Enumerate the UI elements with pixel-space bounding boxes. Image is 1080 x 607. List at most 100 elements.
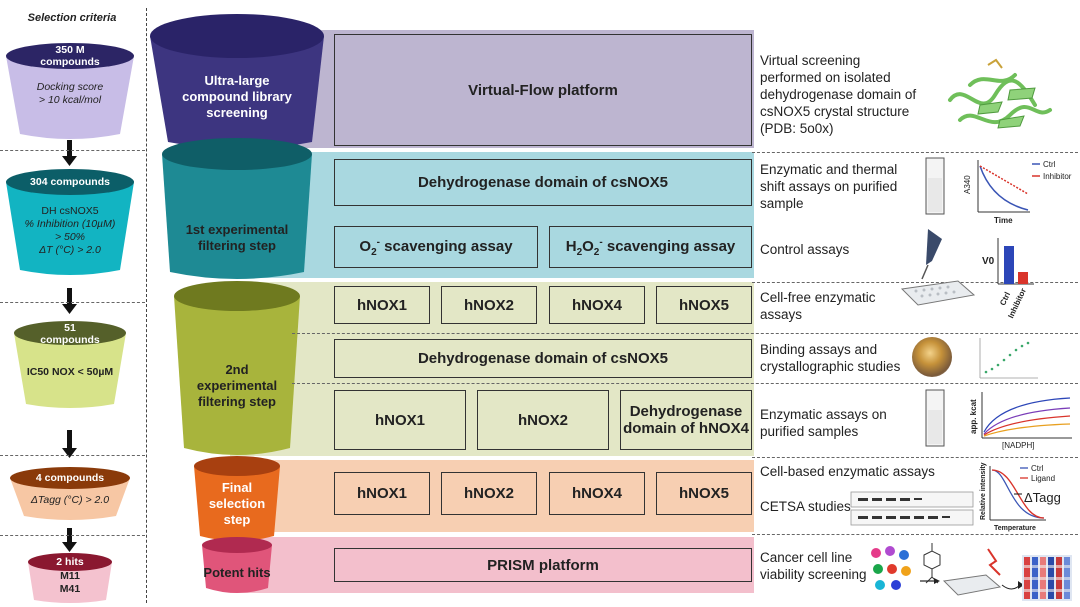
hnox5-box-c: hNOX5: [656, 472, 752, 515]
molecule-structure: [923, 543, 941, 584]
melt-xlabel: Temperature: [994, 525, 1036, 532]
funnel-stage-2-top: [162, 138, 312, 170]
melt-ylabel: Relative intensity: [980, 462, 987, 520]
hnox2-box-a: hNOX2: [441, 286, 537, 324]
selection-criteria-title: Selection criteria: [27, 12, 117, 24]
cup-3-top: [14, 321, 126, 345]
desc-cell-based: Cell-based enzymatic assays: [760, 464, 935, 479]
stage-4-label: Final selection step: [208, 480, 266, 527]
hnox4-box-a: hNOX4: [549, 286, 645, 324]
hnox1-box-c: hNOX1: [334, 472, 430, 515]
cup-5-top: [28, 553, 112, 571]
right-divider-5: [752, 457, 1078, 458]
column-divider: [146, 8, 147, 603]
h2o2-assay-box: H2O2- scavenging assay: [549, 226, 752, 268]
bar-cat-inhibitor: Inhibitor: [1006, 287, 1028, 320]
pipette-plate-icon: [900, 229, 976, 306]
funnel-graphic: [150, 14, 324, 593]
cup-3-body: [14, 333, 126, 408]
cup-2-line2: % Inhibition (10µM): [24, 218, 116, 230]
funnel-stage-5: [202, 545, 272, 593]
desc-purified-samples: Enzymatic assays on purified samples: [760, 407, 887, 439]
hnox2-box-b: hNOX2: [477, 390, 609, 450]
kinetics-xlabel: Time: [994, 216, 1013, 225]
down-arrows: [62, 140, 77, 552]
prism-box: PRISM platform: [334, 548, 752, 582]
band-first: [230, 152, 754, 278]
kcat-chart: app. kcat [NADPH]: [969, 392, 1072, 450]
bar-inhibitor: [1018, 272, 1028, 284]
band-second: [230, 282, 754, 456]
screening-plate: [942, 574, 1002, 596]
kinetics-legend-ctrl: Ctrl: [1043, 160, 1056, 169]
binding-scatter: [979, 338, 1038, 379]
viability-screening-graphic: [871, 543, 1072, 601]
cuvette-icon-2: [925, 389, 945, 447]
right-divider-6: [752, 534, 1078, 535]
funnel-stage-3-top: [174, 281, 300, 311]
stage-5-label: Potent hits: [203, 565, 271, 580]
cup-3-line1: IC50 NOX < 50µM: [26, 366, 114, 378]
kinetics-ctrl-curve: [979, 165, 1029, 211]
funnel-stage-1-top: [150, 14, 324, 58]
cup-2-body: [6, 182, 134, 275]
kcat-ylabel: app. kcat: [969, 399, 978, 434]
hnox5-box-a: hNOX5: [656, 286, 752, 324]
cup-1: 350 M compounds Docking score > 10 kcal/…: [6, 44, 134, 144]
hnox2-box-c: hNOX2: [441, 472, 537, 515]
crystal-image: [912, 337, 952, 377]
cup-1-top: [6, 43, 134, 69]
bar-cat-ctrl: Ctrl: [998, 291, 1012, 307]
cup-1-body: [6, 56, 134, 139]
cup-4-top: [10, 467, 130, 489]
melt-legend-ligand: Ligand: [1031, 474, 1055, 483]
funnel-stage-2: [162, 154, 312, 279]
bar-ctrl: [1004, 246, 1014, 284]
kcat-xlabel: [NADPH]: [1002, 441, 1034, 450]
heatmap-result: [1022, 555, 1072, 601]
funnel-stage-5-top: [202, 537, 272, 553]
protein-structure-image: [948, 58, 1052, 129]
cetsa-blot: [850, 491, 974, 526]
left-divider-1: [0, 150, 145, 151]
kinetics-legend-inhibitor: Inhibitor: [1043, 172, 1072, 181]
cell-line-dots: [871, 546, 911, 590]
band-hits: [230, 537, 754, 593]
left-divider-2: [0, 302, 145, 303]
cup-2-line4: ΔT (°C) > 2.0: [39, 244, 101, 256]
cup-4: 4 compounds ΔTagg (°C) > 2.0: [6, 472, 134, 522]
cuvette-icon-1: [925, 157, 945, 215]
cup-5-body: [28, 562, 112, 603]
cup-1-head2: compounds: [40, 56, 100, 68]
cup-2-head: 304 compounds: [30, 176, 110, 188]
stage-3-label: 2nd experimental filtering step: [196, 362, 278, 409]
desc-cell-free: Cell-free enzymatic assays: [760, 290, 876, 322]
cup-2: 304 compounds DH csNOX5 % Inhibition (10…: [6, 176, 134, 276]
cup-2-line3: > 50%: [54, 231, 86, 243]
desc-binding-crystal: Binding assays and crystallographic stud…: [760, 342, 901, 374]
kinetics-inhibitor-line: [979, 165, 1029, 195]
cup-3-head2: compounds: [40, 334, 100, 346]
cup-5-head: 2 hits: [56, 556, 84, 568]
h2o2-assay-label: H2O2- scavenging assay: [565, 236, 736, 258]
funnel-stage-4: [194, 466, 280, 541]
selection-cups: [6, 43, 134, 603]
hnox1-box-a: hNOX1: [334, 286, 430, 324]
cup-1-head: 350 M: [55, 44, 85, 56]
cup-3: 51 compounds IC50 NOX < 50µM: [6, 322, 134, 412]
v0-bar-chart: V0 Ctrl Inhibitor: [982, 238, 1034, 320]
virtual-flow-box: Virtual-Flow platform: [334, 34, 752, 146]
desc-enzymatic-thermal: Enzymatic and thermal shift assays on pu…: [760, 162, 898, 211]
funnel-stage-1: [150, 36, 324, 149]
hnox1-box-b: hNOX1: [334, 390, 466, 450]
cup-4-head: 4 compounds: [35, 472, 105, 484]
cup-2-line1: DH csNOX5: [41, 205, 99, 217]
right-divider-3: [292, 333, 1078, 334]
desc-cancer-viability: Cancer cell line viability screening: [760, 550, 867, 582]
desc-cetsa: CETSA studies: [760, 499, 851, 514]
dh-csnox5-box-2: Dehydrogenase domain of csNOX5: [334, 339, 752, 378]
dh-csnox5-box-1: Dehydrogenase domain of csNOX5: [334, 159, 752, 206]
right-divider-4: [292, 383, 1078, 384]
cup-5-line2: M41: [59, 583, 81, 595]
cup-5: 2 hits M11 M41: [6, 556, 134, 606]
